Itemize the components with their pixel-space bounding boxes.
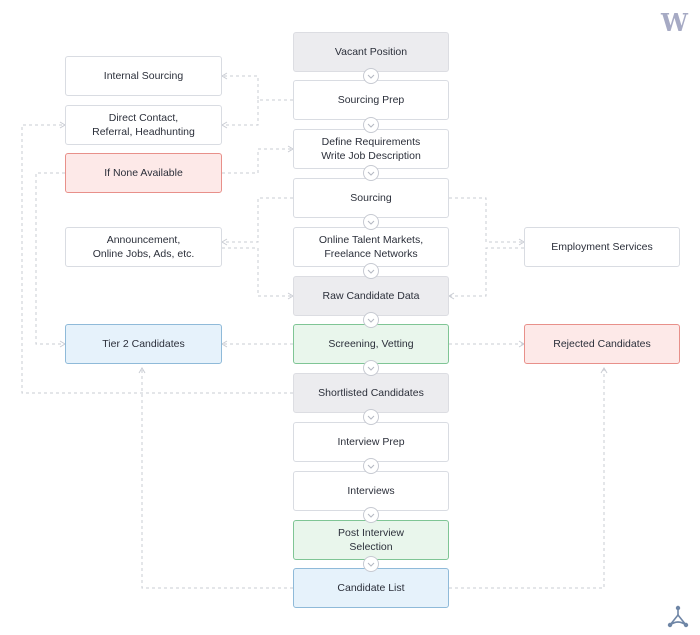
chevron-down-icon <box>363 458 379 474</box>
node-employment-services: Employment Services <box>524 227 680 267</box>
node-sourcing-prep: Sourcing Prep <box>293 80 449 120</box>
node-sourcing: Sourcing <box>293 178 449 218</box>
arrowhead-announcement <box>221 238 228 246</box>
edge-prep-direct <box>222 100 259 126</box>
arrowhead-raw-right <box>448 292 455 300</box>
edge-sourcing-employment <box>449 197 524 243</box>
node-post-interview-selection: Post Interview Selection <box>293 520 449 560</box>
chevron-down-icon <box>363 117 379 133</box>
arrowhead-internal <box>221 72 228 80</box>
edge-shortlisted-direct <box>21 124 293 394</box>
node-tier2-candidates: Tier 2 Candidates <box>65 324 222 364</box>
edge-list-tier2 <box>141 368 293 589</box>
node-screening-vetting: Screening, Vetting <box>293 324 449 364</box>
node-online-talent-markets: Online Talent Markets, Freelance Network… <box>293 227 449 267</box>
node-vacant-position: Vacant Position <box>293 32 449 72</box>
chevron-down-icon <box>363 409 379 425</box>
chevron-down-icon <box>363 263 379 279</box>
node-if-none-available: If None Available <box>65 153 222 193</box>
node-internal-sourcing: Internal Sourcing <box>65 56 222 96</box>
chevron-down-icon <box>363 214 379 230</box>
edge-prep-internal <box>222 75 293 101</box>
brand-mark-icon <box>667 605 689 628</box>
chevron-down-icon <box>363 312 379 328</box>
arrowhead-list-rejected <box>600 367 608 374</box>
edge-none-define <box>222 148 293 174</box>
chevron-down-icon <box>363 165 379 181</box>
node-raw-candidate-data: Raw Candidate Data <box>293 276 449 316</box>
chevron-down-icon <box>363 507 379 523</box>
edge-none-tier2 <box>35 172 65 345</box>
edge-employment-raw <box>449 247 524 297</box>
node-announcement: Announcement, Online Jobs, Ads, etc. <box>65 227 222 267</box>
node-candidate-list: Candidate List <box>293 568 449 608</box>
edge-list-rejected <box>449 368 605 589</box>
node-interviews: Interviews <box>293 471 449 511</box>
node-rejected-candidates: Rejected Candidates <box>524 324 680 364</box>
chevron-down-icon <box>363 68 379 84</box>
node-interview-prep: Interview Prep <box>293 422 449 462</box>
edge-sourcing-announcement <box>222 197 293 243</box>
node-define-requirements: Define Requirements Write Job Descriptio… <box>293 129 449 169</box>
arrowhead-list-tier2 <box>138 367 146 374</box>
chevron-down-icon <box>363 360 379 376</box>
chevron-down-icon <box>363 556 379 572</box>
edge-announcement-raw <box>222 247 293 297</box>
arrowhead-direct <box>221 121 228 129</box>
brand-logo-icon: W <box>661 8 688 37</box>
arrowhead-screen-tier2 <box>221 340 228 348</box>
node-shortlisted-candidates: Shortlisted Candidates <box>293 373 449 413</box>
node-direct-contact: Direct Contact, Referral, Headhunting <box>65 105 222 145</box>
